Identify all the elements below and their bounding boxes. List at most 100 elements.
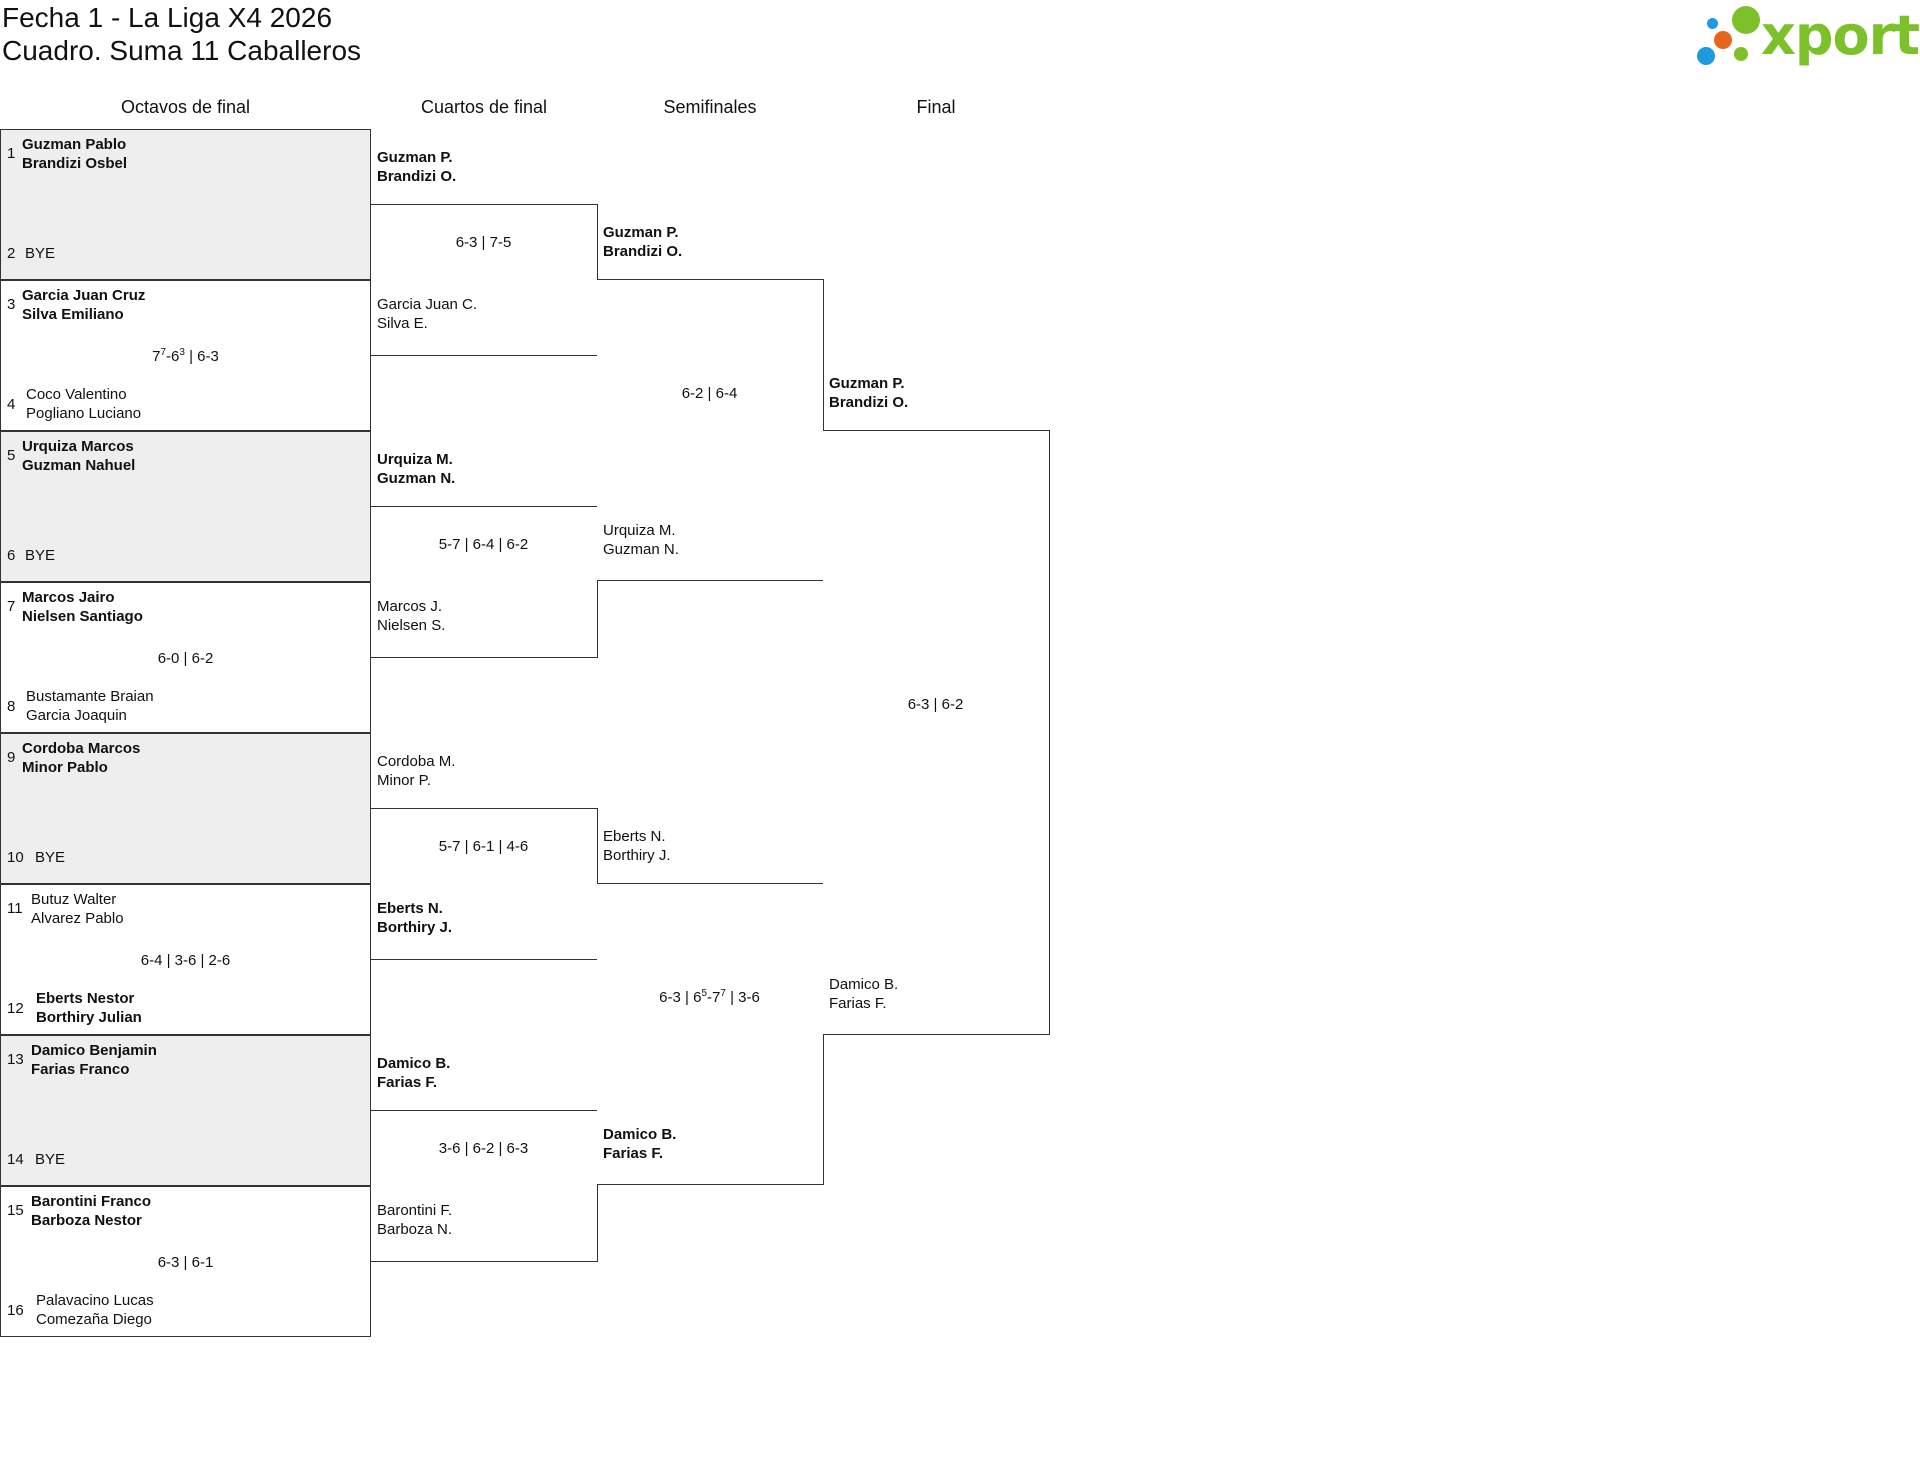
- round-header-qf: Cuartos de final: [420, 97, 548, 117]
- player-name: Farias F.: [603, 1145, 664, 1162]
- player-name: Guzman P.: [377, 149, 453, 166]
- player-name: Silva E.: [377, 315, 428, 332]
- seed-number: 13: [7, 1051, 24, 1068]
- player-name: Damico Benjamin: [31, 1042, 157, 1059]
- player-name: Alvarez Pablo: [31, 910, 124, 927]
- player-name: Silva Emiliano: [22, 306, 124, 323]
- seed-number: 10: [7, 849, 24, 866]
- qf-match[interactable]: 5-7 | 6-4 | 6-2: [371, 506, 598, 658]
- player-name: Farias F.: [377, 1074, 438, 1091]
- match-score: 6-3 | 6-1: [157, 1254, 214, 1271]
- seed-number: 1: [7, 145, 16, 162]
- player-name: Borthiry J.: [377, 919, 453, 936]
- sf-match[interactable]: 6-3 | 65-77 | 3-6: [597, 883, 824, 1185]
- player-name: Eberts N.: [377, 900, 443, 917]
- seed-number: 2: [7, 245, 16, 262]
- seed-number: 11: [7, 900, 23, 917]
- player-name: Guzman N.: [377, 470, 456, 487]
- player-name: Guzman P.: [603, 224, 679, 241]
- player-name: Farias F.: [829, 995, 887, 1012]
- seed-number: 15: [7, 1202, 24, 1219]
- seed-number: 3: [7, 296, 16, 313]
- logo-dot-green-large: [1732, 6, 1760, 34]
- player-name: Borthiry Julian: [36, 1009, 142, 1026]
- qf-match[interactable]: 6-3 | 7-5: [371, 204, 598, 356]
- seed-number: 4: [7, 396, 16, 413]
- title-line-2: Cuadro. Suma 11 Caballeros: [2, 35, 362, 66]
- round-header-final: Final: [916, 97, 956, 117]
- player-name: Guzman Nahuel: [22, 457, 136, 474]
- player-name: BYE: [25, 547, 56, 564]
- player-name: Nielsen Santiago: [22, 608, 143, 625]
- player-name: Damico B.: [603, 1126, 677, 1143]
- player-name: Palavacino Lucas: [36, 1292, 154, 1309]
- match-score: 6-3 | 65-77 | 3-6: [659, 988, 760, 1007]
- match-score: 77-63 | 6-3: [152, 347, 219, 366]
- player-name: Cordoba M.: [377, 753, 456, 770]
- round-header-sf: Semifinales: [663, 97, 757, 117]
- player-name: Guzman P.: [829, 375, 905, 392]
- player-name: Garcia Joaquin: [26, 707, 127, 724]
- player-name: Brandizi O.: [603, 243, 683, 260]
- player-name: Brandizi O.: [377, 168, 457, 185]
- player-name: Barboza N.: [377, 1221, 453, 1238]
- player-name: Garcia Juan C.: [377, 296, 478, 313]
- player-name: Butuz Walter: [31, 891, 117, 908]
- match-score: 5-7 | 6-1 | 4-6: [438, 838, 529, 855]
- seed-number: 14: [7, 1151, 24, 1168]
- xporty-logo[interactable]: xporty: [1690, 3, 1920, 69]
- player-name: BYE: [35, 1151, 66, 1168]
- match-score: 6-3 | 6-2: [907, 696, 964, 713]
- player-name: Comezaña Diego: [36, 1311, 152, 1328]
- match-score: 5-7 | 6-4 | 6-2: [438, 536, 529, 553]
- seed-number: 12: [7, 1000, 24, 1017]
- logo-dot-blue-large: [1697, 47, 1715, 65]
- title-line-1: Fecha 1 - La Liga X4 2026: [2, 2, 333, 33]
- logo-wordmark: xporty: [1761, 4, 1920, 67]
- player-name: Damico B.: [829, 976, 899, 993]
- match-score: 6-2 | 6-4: [681, 385, 738, 402]
- player-name: Urquiza M.: [377, 451, 453, 468]
- logo-dot-orange: [1714, 31, 1732, 49]
- final-match[interactable]: 6-3 | 6-2: [823, 430, 1050, 1035]
- player-name: Barboza Nestor: [31, 1212, 142, 1229]
- player-name: Brandizi Osbel: [22, 155, 128, 172]
- sf-match[interactable]: 6-2 | 6-4: [597, 279, 824, 581]
- player-name: Eberts N.: [603, 828, 666, 845]
- seed-number: 8: [7, 698, 16, 715]
- player-name: Borthiry J.: [603, 847, 671, 864]
- player-name: BYE: [25, 245, 56, 262]
- match-score: 6-4 | 3-6 | 2-6: [140, 952, 231, 969]
- qf-match[interactable]: 3-6 | 6-2 | 6-3: [371, 1110, 598, 1262]
- round-header-r16: Octavos de final: [120, 97, 251, 117]
- player-name: Barontini Franco: [31, 1193, 152, 1210]
- seed-number: 6: [7, 547, 16, 564]
- player-name: Marcos Jairo: [22, 589, 115, 606]
- qf-match[interactable]: 5-7 | 6-1 | 4-6: [371, 808, 598, 960]
- player-name: Urquiza Marcos: [22, 438, 134, 455]
- seed-number: 9: [7, 749, 16, 766]
- player-name: Cordoba Marcos: [22, 740, 141, 757]
- logo-dot-blue-small: [1707, 18, 1718, 29]
- seed-number: 5: [7, 447, 16, 464]
- player-name: Damico B.: [377, 1055, 451, 1072]
- match-score: 6-0 | 6-2: [157, 650, 214, 667]
- player-name: Farias Franco: [31, 1061, 130, 1078]
- player-name: Brandizi O.: [829, 394, 909, 411]
- player-name: Pogliano Luciano: [26, 405, 142, 422]
- player-name: Minor Pablo: [22, 759, 108, 776]
- player-name: Garcia Juan Cruz: [22, 287, 146, 304]
- player-name: Coco Valentino: [26, 386, 127, 403]
- player-name: Guzman N.: [603, 541, 679, 558]
- player-name: Bustamante Braian: [26, 688, 154, 705]
- match-score: 6-3 | 7-5: [455, 234, 512, 251]
- player-name: Eberts Nestor: [36, 990, 135, 1007]
